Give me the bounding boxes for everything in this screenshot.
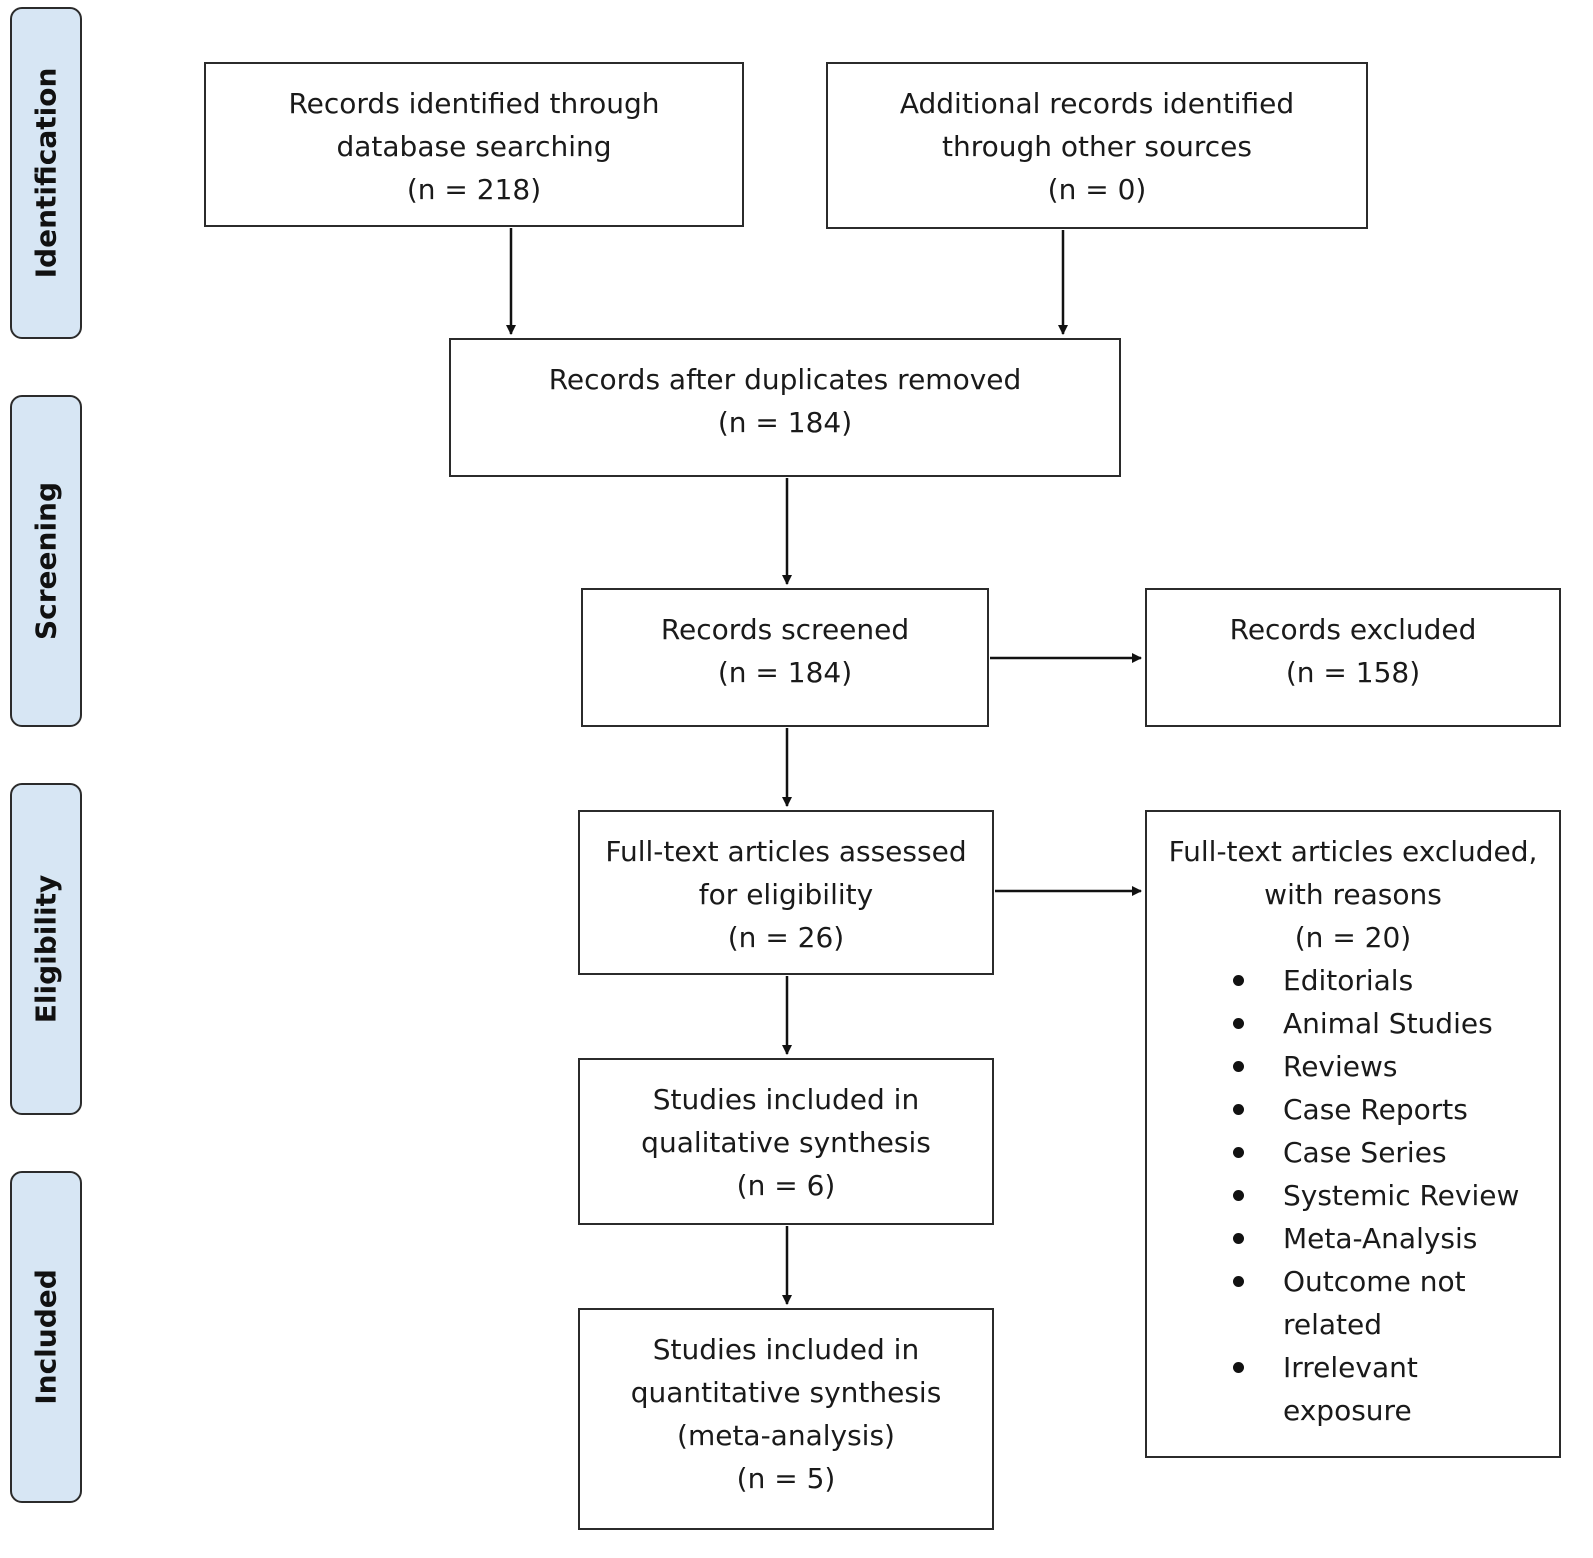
records-excluded-box: Records excluded (n = 158): [1145, 588, 1561, 727]
other-sources-box: Additional records identified through ot…: [826, 62, 1368, 229]
reason-item: Meta-Analysis: [1227, 1217, 1559, 1260]
quantitative-synthesis-box: Studies included in quantitative synthes…: [578, 1308, 994, 1530]
other-sources-line1: Additional records identified: [899, 87, 1295, 120]
duplicates-removed-line1: Records after duplicates removed: [548, 363, 1022, 396]
reason-text: Reviews: [1283, 1050, 1398, 1083]
duplicates-removed-box: Records after duplicates removed (n = 18…: [449, 338, 1121, 477]
reason-text: Outcome not: [1283, 1265, 1466, 1298]
database-records-count: (n = 218): [406, 173, 542, 206]
reason-text: Editorials: [1283, 964, 1414, 997]
reason-item: Outcome not related: [1227, 1260, 1559, 1346]
qualitative-synthesis-line1: Studies included in: [652, 1083, 920, 1116]
qualitative-synthesis-line2: qualitative synthesis: [641, 1126, 931, 1159]
database-records-box: Records identified through database sear…: [204, 62, 744, 227]
records-excluded-count: (n = 158): [1285, 656, 1421, 689]
quantitative-synthesis-line1: Studies included in: [652, 1333, 920, 1366]
reason-text: Irrelevant: [1283, 1351, 1418, 1384]
fulltext-assessed-line1: Full-text articles assessed: [605, 835, 967, 868]
quantitative-synthesis-line2: quantitative synthesis: [630, 1376, 942, 1409]
other-sources-line2: through other sources: [942, 130, 1252, 163]
fulltext-assessed-count: (n = 26): [727, 921, 845, 954]
reason-item: Reviews: [1227, 1045, 1559, 1088]
fulltext-excluded-line2: with reasons: [1264, 878, 1442, 911]
records-excluded-line1: Records excluded: [1229, 613, 1477, 646]
exclusion-reasons-list: Editorials Animal Studies Reviews Case R…: [1147, 959, 1559, 1432]
qualitative-synthesis-count: (n = 6): [736, 1169, 836, 1202]
reason-text: Systemic Review: [1283, 1179, 1520, 1212]
reason-item: Animal Studies: [1227, 1002, 1559, 1045]
reason-text: Animal Studies: [1283, 1007, 1493, 1040]
records-screened-line1: Records screened: [660, 613, 910, 646]
reason-item: Case Series: [1227, 1131, 1559, 1174]
other-sources-count: (n = 0): [1047, 173, 1147, 206]
records-screened-count: (n = 184): [717, 656, 853, 689]
reason-item: Irrelevant exposure: [1227, 1346, 1559, 1432]
database-records-line2: database searching: [336, 130, 612, 163]
qualitative-synthesis-box: Studies included in qualitative synthesi…: [578, 1058, 994, 1225]
quantitative-synthesis-line3: (meta-analysis): [677, 1419, 895, 1452]
fulltext-excluded-line1: Full-text articles excluded,: [1168, 835, 1538, 868]
phase-identification: Identification: [10, 7, 82, 339]
phase-eligibility: Eligibility: [10, 783, 82, 1115]
phase-identification-label: Identification: [29, 67, 63, 279]
reason-text: Case Reports: [1283, 1093, 1468, 1126]
reason-item: Systemic Review: [1227, 1174, 1559, 1217]
reason-item: Case Reports: [1227, 1088, 1559, 1131]
reason-text: Meta-Analysis: [1283, 1222, 1478, 1255]
phase-eligibility-label: Eligibility: [29, 874, 63, 1024]
reason-text-continued: related: [1283, 1308, 1383, 1341]
fulltext-excluded-count: (n = 20): [1294, 921, 1412, 954]
reason-text: Case Series: [1283, 1136, 1447, 1169]
phase-screening: Screening: [10, 395, 82, 727]
fulltext-assessed-box: Full-text articles assessed for eligibil…: [578, 810, 994, 975]
reason-item: Editorials: [1227, 959, 1559, 1002]
phase-included-label: Included: [29, 1269, 63, 1405]
phase-screening-label: Screening: [29, 481, 63, 641]
fulltext-excluded-box: Full-text articles excluded, with reason…: [1145, 810, 1561, 1458]
phase-included: Included: [10, 1171, 82, 1503]
quantitative-synthesis-count: (n = 5): [736, 1462, 836, 1495]
reason-text-continued: exposure: [1283, 1394, 1412, 1427]
duplicates-removed-count: (n = 184): [717, 406, 853, 439]
database-records-line1: Records identified through: [288, 87, 660, 120]
fulltext-assessed-line2: for eligibility: [698, 878, 874, 911]
records-screened-box: Records screened (n = 184): [581, 588, 989, 727]
